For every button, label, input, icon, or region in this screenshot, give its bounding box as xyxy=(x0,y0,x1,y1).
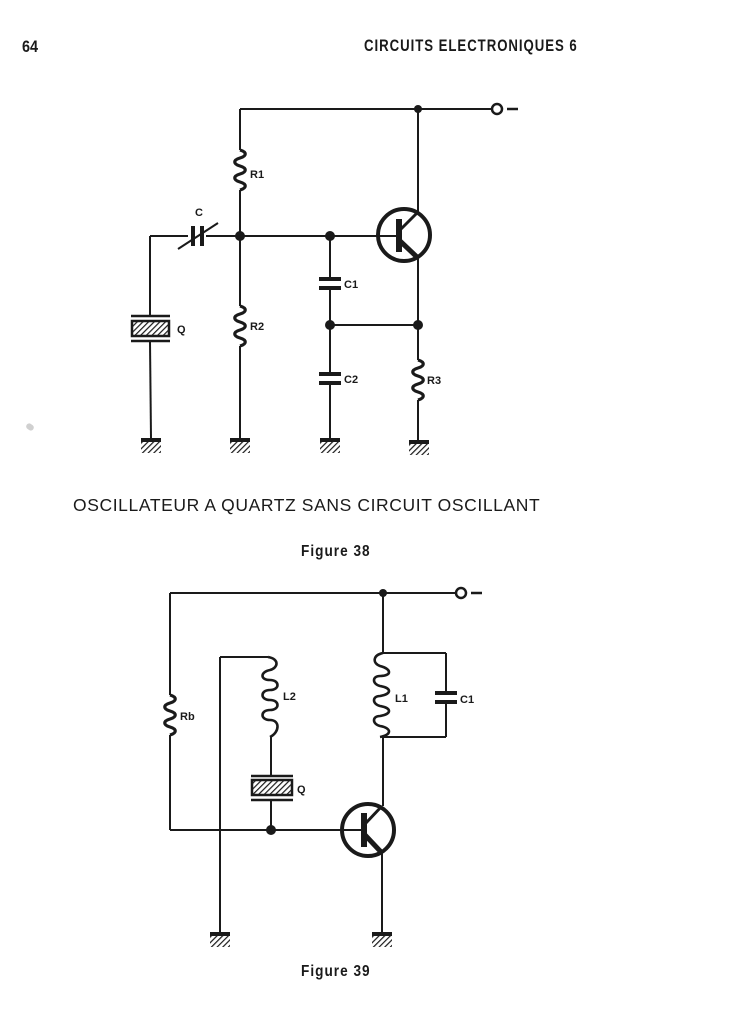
ground-icon xyxy=(230,438,250,453)
capacitor-c2 xyxy=(319,372,341,385)
label-c2: C2 xyxy=(344,374,358,386)
capacitor-c1 xyxy=(435,691,457,704)
capacitor-c1 xyxy=(319,277,341,290)
ground-icon xyxy=(320,438,340,453)
ground-icon xyxy=(409,440,429,455)
quartz-crystal-q xyxy=(130,314,171,343)
inductor-l2 xyxy=(261,655,279,739)
supply-terminal-icon xyxy=(454,586,468,600)
figure-38-schematic: R1 C Q R2 xyxy=(130,102,518,455)
label-c1: C1 xyxy=(460,694,474,706)
label-rb: Rb xyxy=(180,711,195,723)
wire-supply-rail xyxy=(239,108,491,150)
transistor-icon xyxy=(340,802,396,858)
figure-39-schematic: Rb L2 Q L1 C1 xyxy=(163,586,482,947)
junction-dot xyxy=(325,320,335,330)
transistor-icon xyxy=(376,207,432,263)
figure-38-title: OSCILLATEUR A QUARTZ SANS CIRCUIT OSCILL… xyxy=(73,495,541,515)
resistor-r3 xyxy=(411,358,425,402)
label-c1: C1 xyxy=(344,279,358,291)
ground-icon xyxy=(210,932,230,947)
inductor-l1 xyxy=(372,651,391,739)
label-r2: R2 xyxy=(250,321,264,333)
label-c: C xyxy=(195,207,203,219)
label-r3: R3 xyxy=(427,375,441,387)
variable-capacitor-c xyxy=(177,222,219,250)
supply-terminal-icon xyxy=(490,102,504,116)
figure-38-caption: Figure 38 xyxy=(301,543,371,560)
figure-39-caption: Figure 39 xyxy=(301,963,371,980)
label-l2: L2 xyxy=(283,691,296,703)
label-q: Q xyxy=(177,324,186,336)
resistor-rb xyxy=(163,693,177,737)
page-number: 64 xyxy=(22,37,39,56)
label-q: Q xyxy=(297,784,306,796)
label-l1: L1 xyxy=(395,693,408,705)
resistor-r2 xyxy=(233,304,247,348)
ground-icon xyxy=(141,438,161,453)
running-head: CIRCUITS ELECTRONIQUES 6 xyxy=(364,37,578,55)
resistor-r1 xyxy=(233,148,247,192)
ground-icon xyxy=(372,932,392,947)
label-r1: R1 xyxy=(250,169,264,181)
quartz-crystal-q xyxy=(250,774,294,802)
